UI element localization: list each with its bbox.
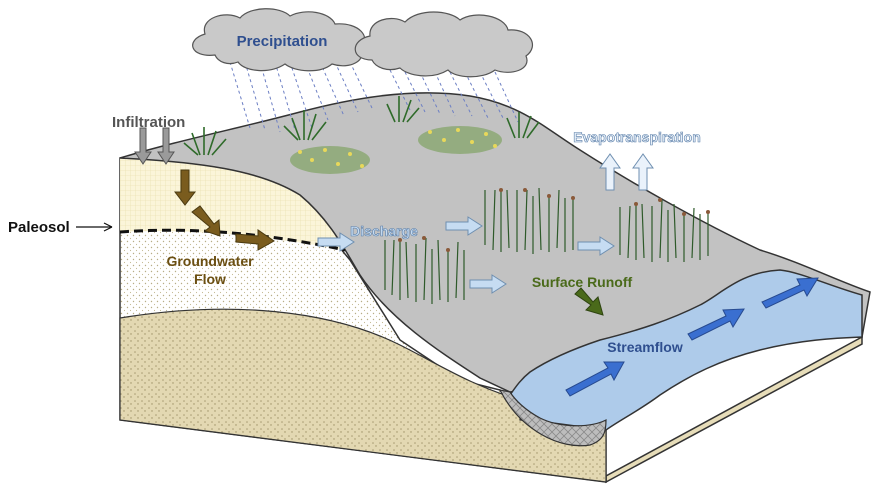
groundwater-arrows [173,169,275,251]
cloud-right-icon [354,11,533,78]
flower-patches [290,126,502,174]
discharge-arrows [317,216,615,294]
reed-heads [398,188,710,252]
evapotranspiration-arrows [599,153,654,191]
paleosol-label: Paleosol [8,219,70,236]
groundwater-flow-label-line2: Flow [194,271,226,287]
cloud-left-icon [192,8,366,72]
groundwater-flow-label-line1: Groundwater [166,253,254,269]
reed-clusters [384,187,709,304]
streamflow-label: Streamflow [607,339,683,355]
streamflow-arrows [565,277,819,397]
paleosol-pointer-head [103,222,113,232]
precipitation-label: Precipitation [237,33,328,50]
upper-soil-grid [120,158,345,250]
discharge-label: Discharge [350,223,418,239]
grass-tufts [183,96,540,156]
surface-runoff-arrow [574,287,604,316]
evapotranspiration-label: Evapotranspiration [573,129,701,145]
stream-water [509,269,863,431]
infiltration-label: Infiltration [112,114,185,131]
surface-runoff-label: Surface Runoff [532,274,633,290]
infiltration-arrows [134,127,175,165]
streambed-gravel [498,389,607,447]
rain-streaks [229,61,519,133]
